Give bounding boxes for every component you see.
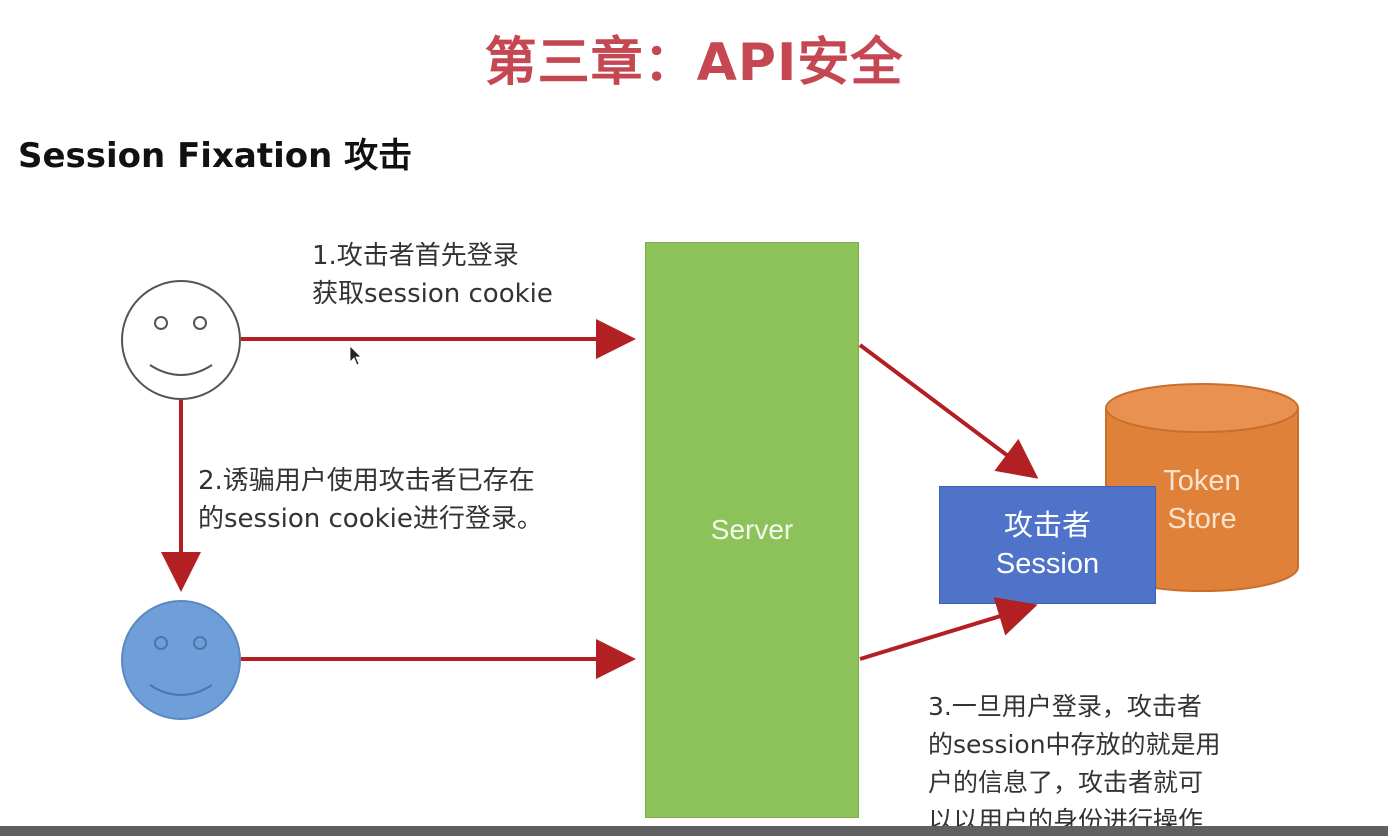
server-label: Server [710,514,794,545]
token-store-label-line2: Store [1167,503,1237,535]
step2-label: 2.诱骗用户使用攻击者已存在 的session cookie进行登录。 [198,462,543,538]
step3-line3: 户的信息了，攻击者就可 [928,768,1204,797]
slide-title: 第三章：API安全 [484,33,904,93]
victim-face-icon [121,600,241,720]
section-title: Session Fixation 攻击 [18,136,413,176]
step2-line2: 的session cookie进行登录。 [198,504,543,534]
session-box-line2: Session [995,548,1100,580]
session-box-line1: 攻击者 [1003,510,1091,542]
step1-label: 1.攻击者首先登录 获取session cookie [312,237,553,313]
step3-line1: 3.一旦用户登录，攻击者 [928,692,1202,721]
bottom-bar [0,826,1388,836]
token-store-label-line1: Token [1163,465,1241,497]
step1-line2: 获取session cookie [312,279,553,309]
attacker-session-box: 攻击者 Session [939,486,1156,604]
step2-line1: 2.诱骗用户使用攻击者已存在 [198,466,535,496]
token-store-label: Token Store [1106,462,1298,538]
step1-line1: 1.攻击者首先登录 [312,241,519,271]
server-box: Server [645,242,859,818]
attacker-face-icon [121,280,241,400]
step3-line2: 的session中存放的就是用 [928,730,1221,759]
